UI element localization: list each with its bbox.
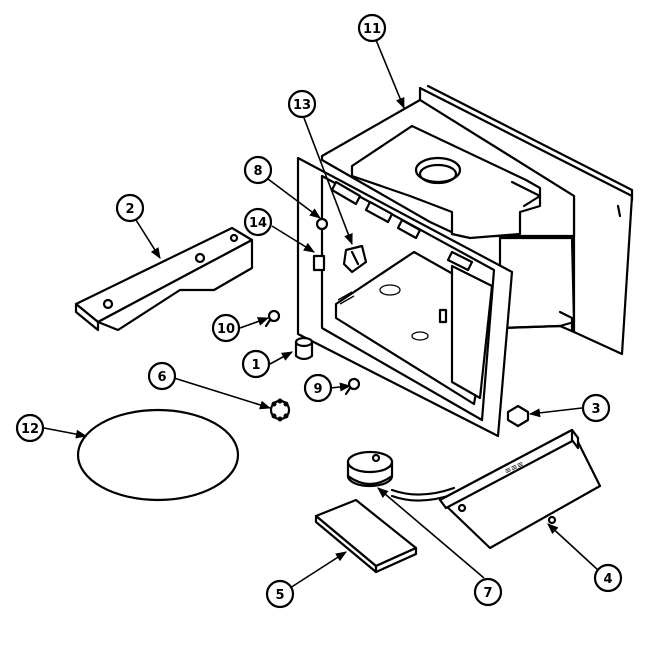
callout-3: 3 [581,393,611,423]
bottom-mounting-plate: ≡≡≡ [438,428,602,550]
callout-11-label: 11 [363,22,381,37]
callout-1: 1 [241,349,271,379]
callout-12: 12 [15,413,45,443]
callout-13: 13 [287,89,317,119]
callout-7-label: 7 [483,586,492,601]
turntable-motor [346,450,456,502]
callout-13-label: 13 [293,98,311,113]
glass-turntable-tray [76,408,240,502]
callout-6-label: 6 [157,370,166,385]
outer-cabinet-wrapper [320,84,634,356]
bottom-drip-tray [314,498,418,574]
callout-9: 9 [303,373,333,403]
bracket-plate [74,226,254,332]
callout-5: 5 [265,579,295,609]
drive-coupler [294,336,314,361]
callout-8: 8 [243,155,273,185]
callout-3-label: 3 [591,402,600,417]
callout-4-label: 4 [603,572,612,587]
callout-2: 2 [115,193,145,223]
hex-nut [506,404,530,428]
callout-1-label: 1 [251,358,260,373]
callout-10: 10 [211,313,241,343]
callout-8-label: 8 [253,164,262,179]
callout-5-label: 5 [275,588,284,603]
callout-4: 4 [593,563,623,593]
callout-9-label: 9 [313,382,322,397]
oven-front-frame [296,156,514,438]
callout-7: 7 [473,577,503,607]
callout-6: 6 [147,361,177,391]
callout-14-label: 14 [249,216,267,231]
callout-14: 14 [243,207,273,237]
roller-ring [269,398,291,422]
callout-11: 11 [357,13,387,43]
callout-12-label: 12 [21,422,39,437]
callout-10-label: 10 [217,322,235,337]
callout-2-label: 2 [125,202,134,217]
leader-lines [43,39,599,589]
